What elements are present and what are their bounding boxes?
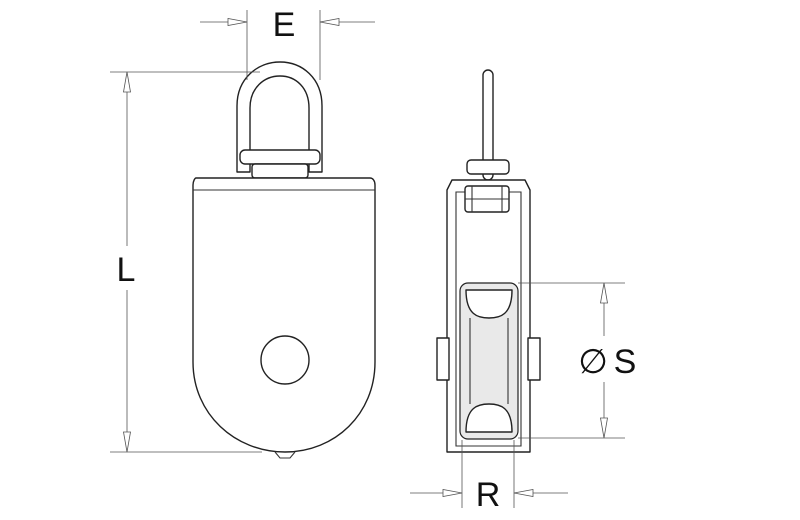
sheave-wheel xyxy=(459,282,519,440)
front-block-body xyxy=(192,177,376,459)
front-view: E L xyxy=(110,6,376,459)
dimension-label-s: S xyxy=(614,343,637,381)
axle-boss-right xyxy=(527,337,541,381)
dimension-symbol-diameter: ∅ xyxy=(578,343,608,381)
eye-clamp xyxy=(239,149,321,165)
dimension-label-e: E xyxy=(273,6,296,44)
dimension-s: ∅ S xyxy=(518,282,642,439)
swivel-collar xyxy=(251,163,309,179)
top-nut-top xyxy=(466,159,510,175)
dimension-label-r: R xyxy=(476,476,501,514)
swivel-eye xyxy=(236,61,323,179)
axle-hole xyxy=(260,335,310,385)
side-view: ∅ S R xyxy=(410,69,642,514)
dimension-label-l: L xyxy=(117,251,136,289)
axle-boss-left xyxy=(436,337,450,381)
dimension-r: R xyxy=(410,440,568,514)
dimension-e: E xyxy=(200,6,375,80)
dimension-l: L xyxy=(110,71,262,453)
